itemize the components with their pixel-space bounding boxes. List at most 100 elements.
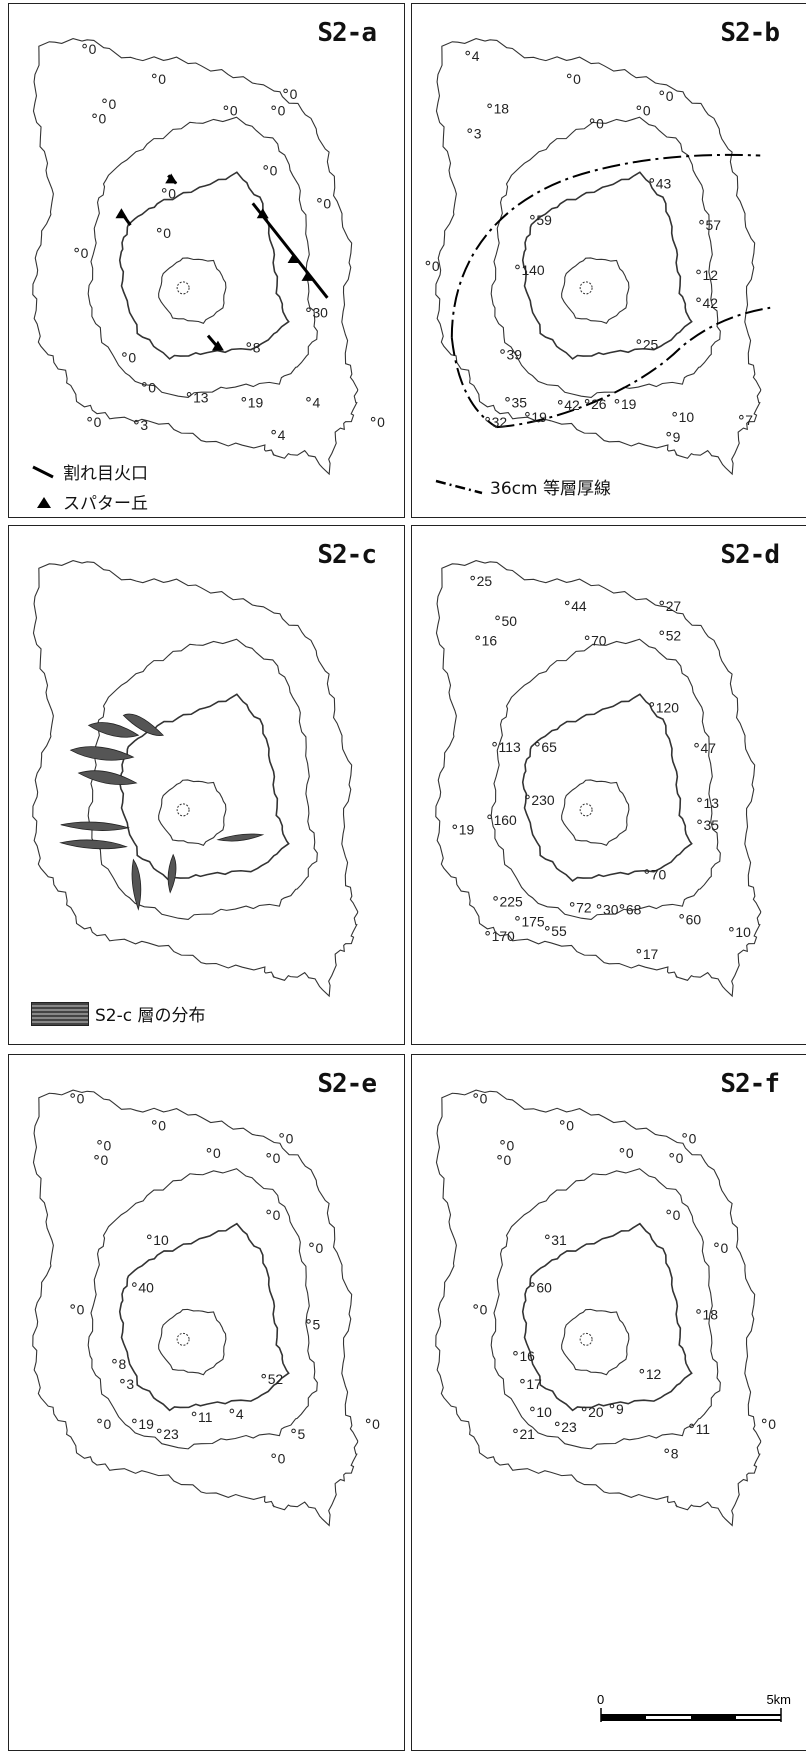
spatter-cones <box>115 173 314 351</box>
crater-rim <box>521 171 693 360</box>
summit-crater <box>158 257 227 324</box>
sample-point <box>473 1093 478 1098</box>
coastline <box>435 38 762 476</box>
sample-point <box>545 1234 550 1240</box>
sample-point <box>696 297 701 303</box>
sample-point <box>696 1309 701 1314</box>
sample-point <box>306 307 311 313</box>
thickness-label: 0 <box>273 1150 281 1166</box>
sample-point <box>761 1418 767 1424</box>
thickness-label: 26 <box>591 396 607 412</box>
thickness-label: 27 <box>666 598 682 614</box>
summit-crater <box>561 1308 630 1376</box>
panel-title: S2-f <box>720 1069 780 1099</box>
thickness-label: 0 <box>273 1207 281 1223</box>
thickness-label: 42 <box>703 295 719 311</box>
sample-point <box>530 1406 535 1412</box>
sample-point <box>596 904 602 909</box>
thickness-label: 65 <box>541 739 557 755</box>
legend-fissure: 割れ目火口 <box>31 459 148 484</box>
sample-point <box>82 43 87 49</box>
s2-c-distribution <box>60 713 265 911</box>
sample-point <box>493 896 498 901</box>
fissure-icon <box>31 464 57 480</box>
sample-point <box>564 600 570 606</box>
sample-point <box>122 352 127 357</box>
sample-point <box>644 869 650 874</box>
thickness-label: 30 <box>603 901 619 917</box>
thickness-label: 0 <box>372 1416 380 1432</box>
sample-point <box>452 824 458 830</box>
sample-point <box>271 1453 276 1459</box>
sample-point <box>497 1154 502 1160</box>
thickness-label: 8 <box>118 1356 126 1372</box>
summit-crater <box>561 779 630 846</box>
thickness-label: 5 <box>298 1426 306 1442</box>
sample-point <box>317 198 322 203</box>
thickness-label: 0 <box>81 245 89 261</box>
sample-point <box>659 630 665 636</box>
thickness-label: 0 <box>104 1137 112 1153</box>
thickness-label: 0 <box>286 1130 294 1146</box>
thickness-label: 43 <box>656 175 672 191</box>
sample-point <box>191 1411 197 1417</box>
thickness-label: 57 <box>706 217 722 233</box>
sample-point <box>525 794 530 800</box>
thickness-label: 19 <box>248 394 264 410</box>
thickness-label: 0 <box>768 1416 776 1432</box>
thickness-label: 19 <box>621 396 637 412</box>
sample-point <box>465 50 471 56</box>
thickness-label: 21 <box>519 1426 535 1442</box>
sample-point <box>500 349 505 354</box>
sample-point <box>279 1133 284 1138</box>
sample-point <box>487 814 492 820</box>
thickness-label: 16 <box>482 633 498 649</box>
sample-point <box>151 73 157 79</box>
map-panel-s2-c: S2-c S2-c 層の分布 <box>8 525 405 1045</box>
thickness-label: 39 <box>507 346 523 362</box>
sample-point <box>545 925 550 931</box>
thickness-label: 25 <box>477 573 493 589</box>
thickness-label: 32 <box>492 414 508 430</box>
crater-rim <box>521 693 693 882</box>
thickness-label: 17 <box>526 1376 542 1392</box>
sample-point <box>697 819 702 825</box>
sample-point <box>241 397 247 402</box>
thickness-label: 0 <box>278 1451 286 1467</box>
thickness-label: 19 <box>459 822 475 838</box>
sample-point <box>505 397 510 402</box>
hatch-swatch-icon <box>31 1001 89 1026</box>
thickness-label: 23 <box>163 1426 179 1442</box>
sample-point <box>659 90 665 96</box>
thickness-label: 42 <box>564 397 580 413</box>
crater-rim <box>118 1222 290 1412</box>
sample-point <box>223 105 229 111</box>
thickness-label: 0 <box>290 86 298 102</box>
thickness-label: 72 <box>576 899 592 915</box>
sample-point <box>530 1282 535 1287</box>
thickness-label: 0 <box>504 1152 512 1168</box>
thickness-label: 16 <box>519 1348 535 1364</box>
thickness-label: 70 <box>651 867 667 883</box>
central-cone <box>579 1332 593 1346</box>
thickness-label: 20 <box>588 1404 604 1420</box>
thickness-label: 3 <box>474 126 482 142</box>
thickness-label: 0 <box>230 103 238 119</box>
thickness-label: 23 <box>561 1419 577 1435</box>
thickness-label: 0 <box>168 185 176 201</box>
sample-point <box>132 1282 137 1287</box>
sample-point <box>70 1093 75 1098</box>
sample-point <box>557 399 563 405</box>
sample-point <box>229 1408 235 1414</box>
thickness-label: 0 <box>148 379 156 395</box>
thickness-label: 0 <box>77 1091 85 1107</box>
sample-point <box>535 741 540 747</box>
legend-spatter-label: スパター丘 <box>63 494 148 514</box>
thickness-label: 11 <box>198 1409 213 1425</box>
